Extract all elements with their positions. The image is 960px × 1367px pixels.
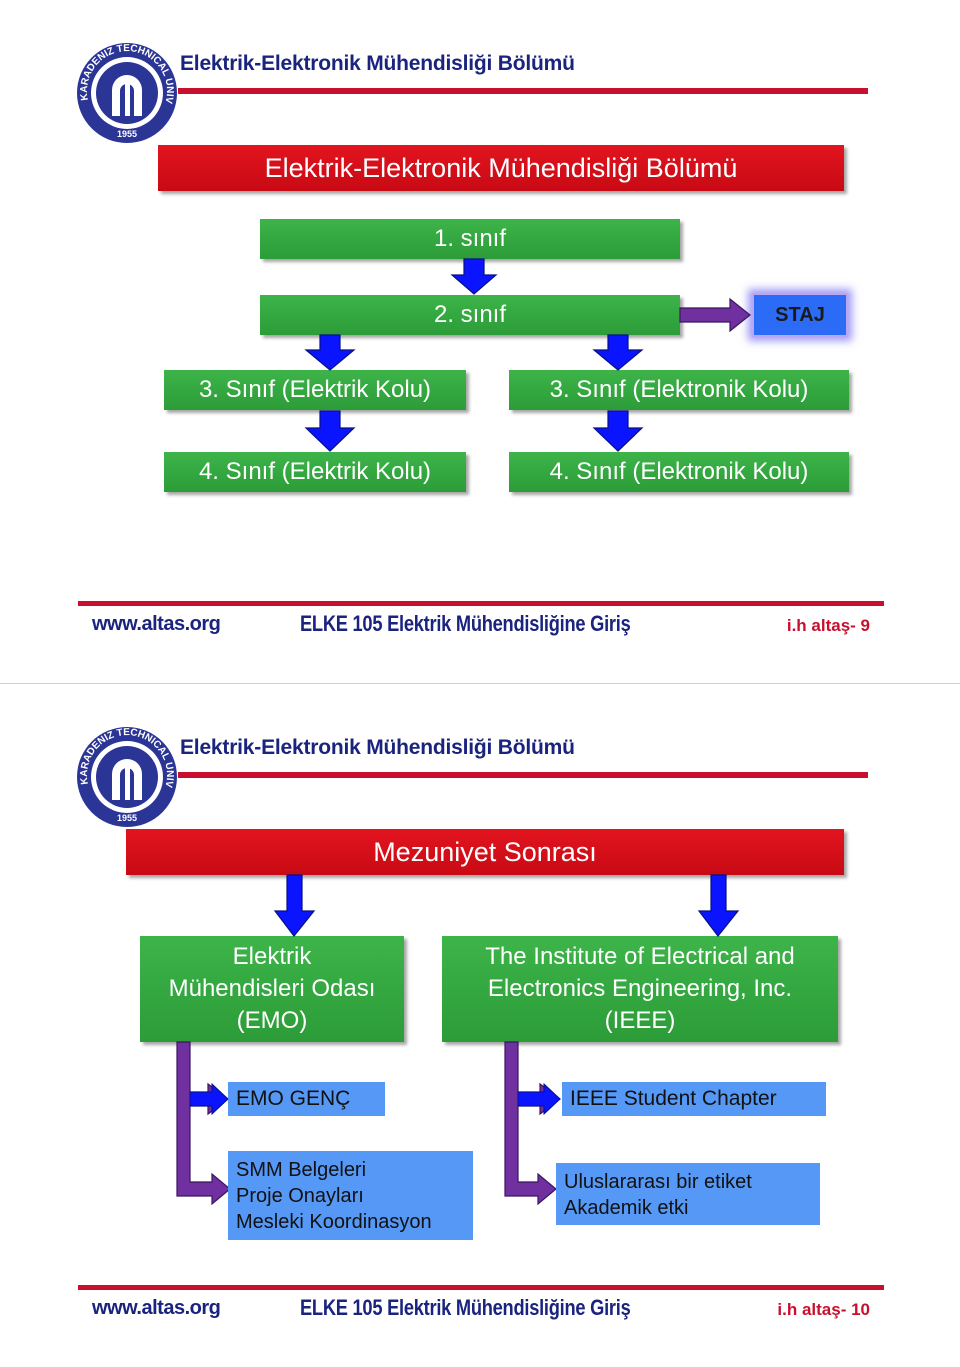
flow-arrows <box>176 874 740 1206</box>
year-4-elektrik-box: 4. Sınıf (Elektrik Kolu) <box>164 452 466 492</box>
right-arrow-icon <box>679 297 751 333</box>
footer-url: www.altas.org <box>92 613 221 635</box>
header-rule <box>178 772 868 778</box>
emo-line-3: (EMO) <box>236 1007 308 1034</box>
ieee-student-chapter-box: IEEE Student Chapter <box>562 1082 826 1116</box>
header-title: Elektrik-Elektronik Mühendisliği Bölümü <box>180 52 575 75</box>
ieee-line-3: (IEEE) <box>604 1007 676 1034</box>
post-graduation-title: Mezuniyet Sonrası <box>126 829 844 875</box>
staj-box: STAJ <box>752 293 848 337</box>
department-title: Elektrik-Elektronik Mühendisliği Bölümü <box>158 145 844 191</box>
footer-rule <box>78 1285 884 1290</box>
international-box: Uluslararası bir etiket Akademik etki <box>556 1163 820 1225</box>
emo-box: Elektrik Mühendisleri Odası (EMO) <box>140 936 404 1042</box>
header-rule <box>178 88 868 94</box>
right-arrow-icon <box>517 1082 561 1116</box>
international-line-1: Uluslararası bir etiket <box>564 1171 752 1193</box>
down-arrow-icon <box>304 334 356 371</box>
connector-arrow-icon <box>176 1041 231 1206</box>
down-arrow-icon <box>592 410 644 452</box>
right-arrow-icon <box>189 1082 229 1116</box>
footer-page: i.h altaş- 10 <box>777 1300 870 1319</box>
ieee-line-2: Electronics Engineering, Inc. <box>487 975 793 1002</box>
smm-line-2: Proje Onayları <box>236 1185 364 1207</box>
footer-course: ELKE 105 Elektrik Mühendisliğine Giriş <box>300 611 631 636</box>
year-1-box: 1. sınıf <box>260 219 680 259</box>
emo-line-1: Elektrik <box>232 943 312 970</box>
university-logo: KARADENIZ TECHNICAL UNIVERSITY 1955 <box>72 38 177 143</box>
slide-divider <box>0 683 960 684</box>
emo-genc-box: EMO GENÇ <box>228 1082 385 1116</box>
ieee-box: The Institute of Electrical and Electron… <box>442 936 838 1042</box>
logo-year: 1955 <box>117 129 137 139</box>
logo-year: 1955 <box>117 813 137 823</box>
down-arrow-icon <box>273 874 316 937</box>
smm-line-3: Mesleki Koordinasyon <box>236 1211 432 1233</box>
footer-course: ELKE 105 Elektrik Mühendisliğine Giriş <box>300 1295 631 1320</box>
down-arrow-icon <box>697 874 740 937</box>
year-3-elektronik-box: 3. Sınıf (Elektronik Kolu) <box>509 370 849 410</box>
smm-box: SMM Belgeleri Proje Onayları Mesleki Koo… <box>228 1151 473 1240</box>
year-4-elektronik-box: 4. Sınıf (Elektronik Kolu) <box>509 452 849 492</box>
emo-line-2: Mühendisleri Odası <box>168 975 376 1002</box>
international-line-2: Akademik etki <box>564 1197 689 1219</box>
slide-9: KARADENIZ TECHNICAL UNIVERSITY 1955 Elek… <box>0 0 960 683</box>
down-arrow-icon <box>450 258 498 295</box>
connector-arrow-icon <box>504 1041 561 1206</box>
smm-line-1: SMM Belgeleri <box>236 1159 367 1181</box>
year-3-elektrik-box: 3. Sınıf (Elektrik Kolu) <box>164 370 466 410</box>
down-arrow-icon <box>304 410 356 452</box>
ieee-line-1: The Institute of Electrical and <box>485 943 795 970</box>
flow-arrows <box>304 258 751 452</box>
footer-url: www.altas.org <box>92 1297 221 1319</box>
footer-rule <box>78 601 884 606</box>
footer-page: i.h altaş- 9 <box>786 616 870 635</box>
down-arrow-icon <box>592 334 644 371</box>
year-2-box: 2. sınıf <box>260 295 680 335</box>
header-title: Elektrik-Elektronik Mühendisliği Bölümü <box>180 736 575 759</box>
university-logo: KARADENIZ TECHNICAL UNIVERSITY 1955 <box>72 722 177 827</box>
slide-10: KARADENIZ TECHNICAL UNIVERSITY 1955 Elek… <box>0 684 960 1367</box>
